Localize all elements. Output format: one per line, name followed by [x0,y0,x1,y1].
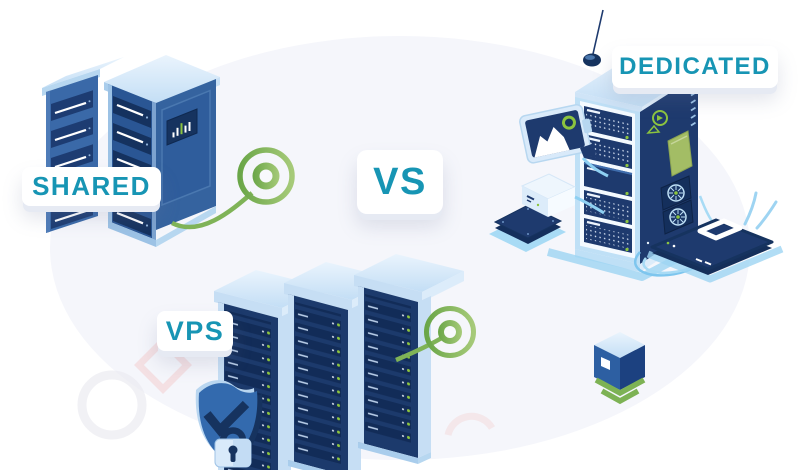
shared-label-text: SHARED [32,171,151,201]
red-diamond-decoration [134,336,192,394]
gray-circle-decoration [77,370,147,440]
vs-label-text: VS [373,160,427,203]
padlock-icon [214,427,252,468]
fan-icon [660,175,692,211]
pink-arc-decoration [444,412,496,437]
vps-label-text: VPS [165,315,225,346]
location-pin-icon [646,110,668,134]
vps-server-tower-2 [284,262,394,470]
vps-server-group [195,254,476,470]
rack-side-details [646,84,696,248]
fan-icon [662,199,694,235]
wifi-router-icon [633,191,784,283]
dedicated-label-text: DEDICATED [619,53,771,80]
cube-layers-icon [594,332,646,405]
antenna-icon [583,9,604,67]
shared-connector-line [170,191,254,230]
bar-chart-icon [166,108,198,146]
green-card-icon [667,130,693,177]
monitor-chart-icon [519,104,593,164]
shared-label: SHARED [22,167,161,206]
storage-drives-icon [489,173,605,252]
rack-server-units [583,106,633,253]
shared-server-tower-right [104,55,220,247]
vps-label: VPS [157,311,233,351]
vs-label: VS [357,150,443,214]
vps-server-tower-3 [354,254,464,464]
target-icon [237,147,295,205]
target-icon [424,306,476,358]
dedicated-server-group [489,9,784,283]
dedicated-label: DEDICATED [612,46,778,88]
